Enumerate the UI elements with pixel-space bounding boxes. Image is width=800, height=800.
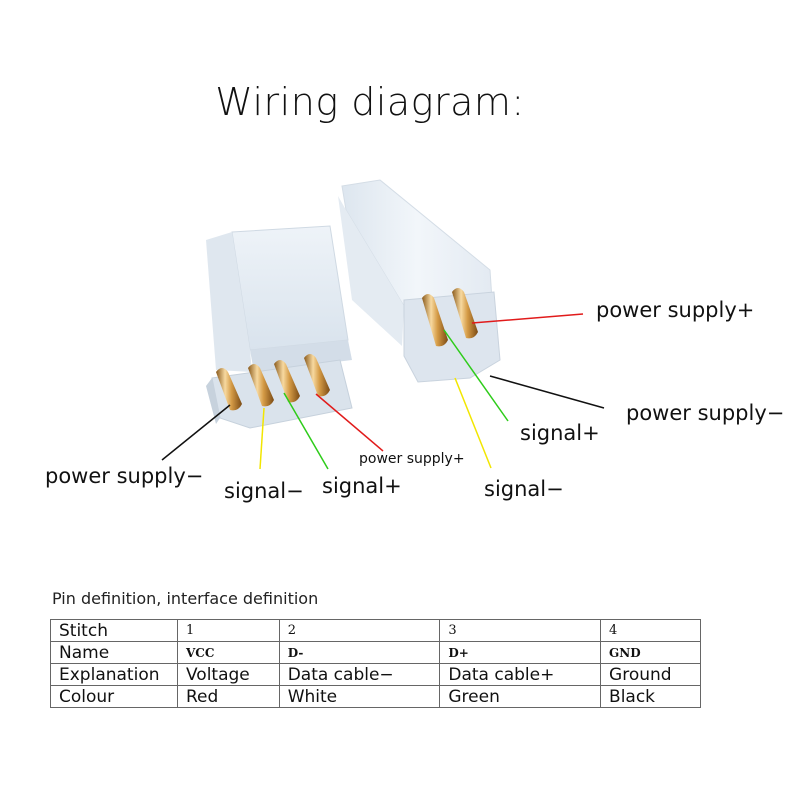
- left-pin-3: [274, 360, 300, 403]
- label-left-signal-minus: signal−: [224, 479, 304, 503]
- row-header: Stitch: [50, 619, 178, 642]
- row-header: Explanation: [50, 663, 178, 686]
- table-cell: Voltage: [177, 663, 280, 686]
- page-title: Wiring diagram:: [215, 80, 525, 124]
- table-cell: GND: [600, 641, 701, 664]
- wire-right-signal-plus: [443, 329, 509, 422]
- wire-left-power-minus: [161, 404, 231, 461]
- table-cell: Data cable+: [439, 663, 602, 686]
- table-cell: Red: [177, 685, 280, 708]
- wire-left-signal-minus: [259, 407, 265, 470]
- table-row: Name VCC D- D+ GND: [50, 641, 701, 664]
- label-left-signal-plus: signal+: [322, 474, 402, 498]
- label-right-power-minus: power supply−: [626, 401, 785, 425]
- wire-left-power-plus: [315, 393, 384, 452]
- left-pin-1: [216, 368, 242, 411]
- wire-left-signal-plus: [283, 392, 329, 470]
- table-caption: Pin definition, interface definition: [52, 589, 319, 608]
- label-left-power-minus: power supply−: [45, 464, 204, 488]
- wire-right-signal-minus: [454, 377, 492, 469]
- table-cell: Ground: [600, 663, 701, 686]
- table-row: Explanation Voltage Data cable− Data cab…: [50, 663, 701, 686]
- label-left-power-plus: power supply+: [359, 451, 465, 467]
- right-connector: [338, 179, 501, 383]
- table-cell: D-: [278, 641, 441, 664]
- table-cell: 3: [439, 619, 602, 642]
- row-header: Name: [50, 641, 178, 664]
- table-cell: VCC: [177, 641, 280, 664]
- left-connector: [206, 225, 353, 429]
- right-pin-2: [452, 288, 478, 339]
- left-pin-4: [304, 354, 330, 397]
- left-pin-2: [248, 364, 274, 407]
- wire-right-power-minus: [489, 375, 605, 409]
- table-cell: 1: [177, 619, 280, 642]
- row-header: Colour: [50, 685, 178, 708]
- label-right-signal-plus: signal+: [520, 421, 600, 445]
- table-cell: Green: [439, 685, 602, 708]
- table-row: Stitch 1 2 3 4: [50, 619, 701, 642]
- table-cell: White: [278, 685, 441, 708]
- table-cell: D+: [439, 641, 602, 664]
- pin-definition-table: Stitch 1 2 3 4 Name VCC D- D+ GND Explan…: [50, 619, 701, 708]
- wire-right-power-plus: [471, 313, 584, 324]
- table-cell: 4: [600, 619, 701, 642]
- label-right-signal-minus: signal−: [484, 477, 564, 501]
- right-pin-1: [422, 294, 448, 347]
- table-cell: 2: [278, 619, 441, 642]
- table-row: Colour Red White Green Black: [50, 685, 701, 708]
- connector-illustration: [161, 179, 605, 470]
- label-right-power-plus: power supply+: [596, 298, 755, 322]
- table-cell: Black: [600, 685, 701, 708]
- table-cell: Data cable−: [278, 663, 441, 686]
